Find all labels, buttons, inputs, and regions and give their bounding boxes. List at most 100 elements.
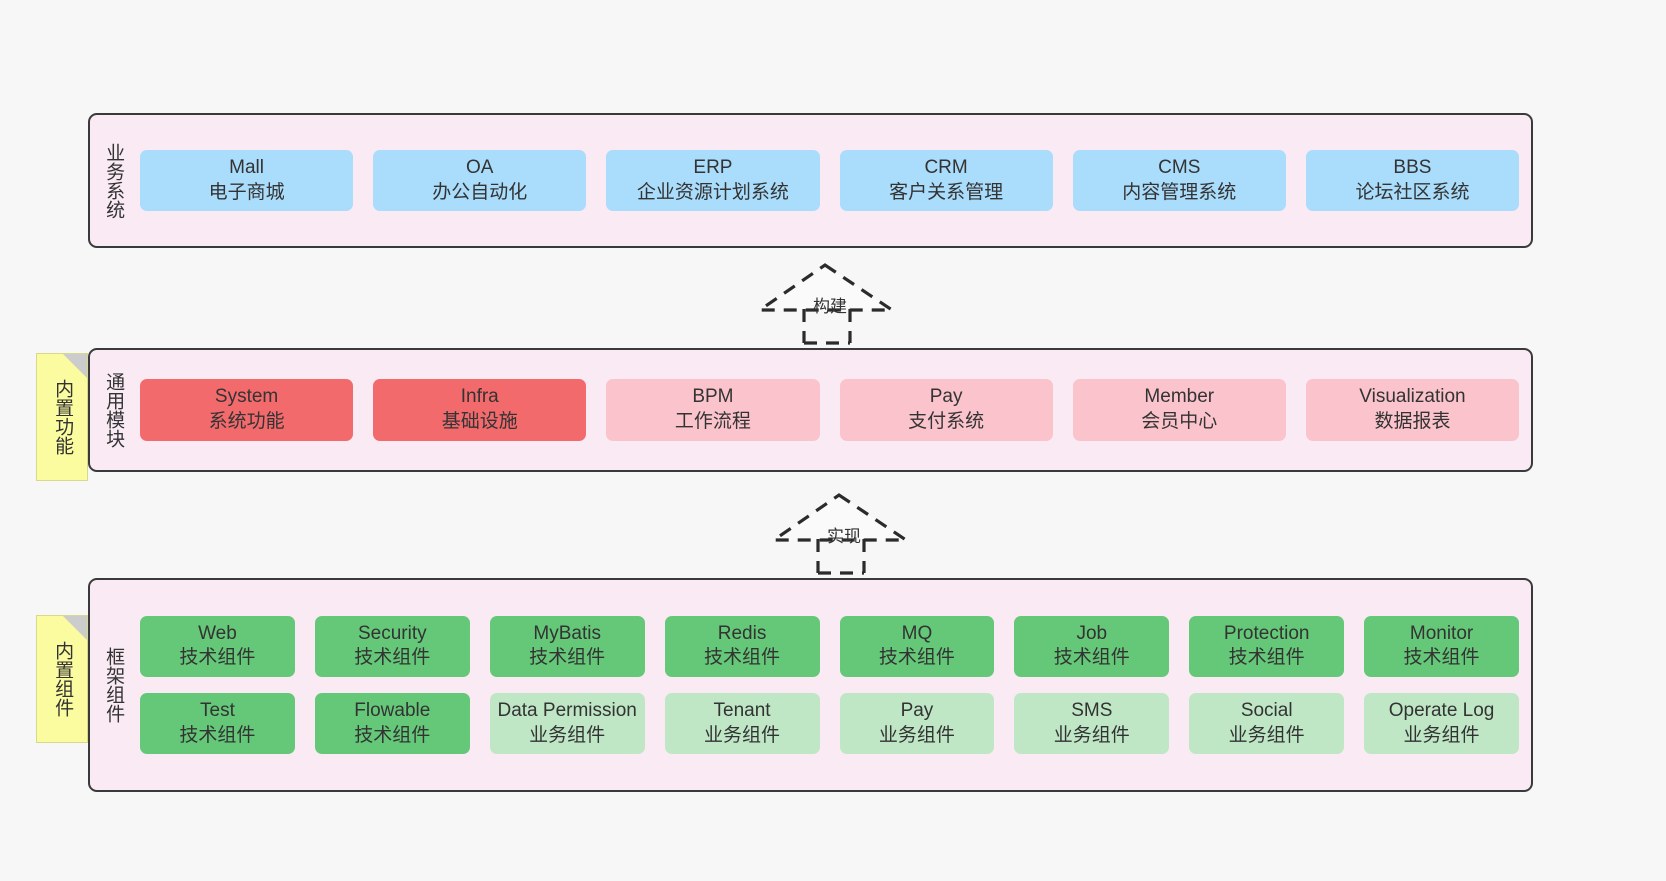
card-row: System 系统功能 Infra 基础设施 BPM 工作流程 Pay 支付系统… <box>140 379 1520 441</box>
card-infra[interactable]: Infra 基础设施 <box>373 379 587 441</box>
card-mall[interactable]: Mall 电子商城 <box>140 149 354 212</box>
card-data-permission[interactable]: Data Permission 业务组件 <box>489 693 645 755</box>
card-subtitle: 技术组件 <box>529 647 606 669</box>
card-operate-log[interactable]: Operate Log 业务组件 <box>1364 693 1519 755</box>
card-title: Protection <box>1223 622 1310 644</box>
card-monitor[interactable]: Monitor 技术组件 <box>1364 615 1519 677</box>
card-title: Monitor <box>1409 622 1474 644</box>
card-title: Redis <box>717 622 767 644</box>
card-security[interactable]: Security 技术组件 <box>314 615 470 677</box>
card-title: Tenant <box>713 700 771 721</box>
card-subtitle: 企业资源计划系统 <box>636 181 789 203</box>
card-title: Operate Log <box>1388 700 1495 721</box>
note-builtin-function[interactable]: 内置功能 <box>36 353 88 481</box>
card-subtitle: 技术组件 <box>354 647 431 669</box>
card-title: Pay <box>900 700 934 721</box>
card-title: OA <box>466 156 494 178</box>
card-title: Security <box>357 622 427 644</box>
layer-title-common-module: 通用模块 <box>103 372 125 448</box>
layer-title-framework-component: 框架组件 <box>103 647 125 723</box>
card-visualization[interactable]: Visualization 数据报表 <box>1305 379 1520 441</box>
card-title: MyBatis <box>533 622 601 644</box>
card-sms[interactable]: SMS 业务组件 <box>1014 693 1170 755</box>
card-subtitle: 论坛社区系统 <box>1355 181 1470 203</box>
card-subtitle: 业务组件 <box>704 724 781 746</box>
card-subtitle: 技术组件 <box>354 724 431 746</box>
card-title: Visualization <box>1359 386 1466 408</box>
card-title: Infra <box>460 386 499 408</box>
card-web[interactable]: Web 技术组件 <box>140 615 295 677</box>
card-title: Test <box>200 700 235 721</box>
card-subtitle: 业务组件 <box>529 724 606 746</box>
card-social[interactable]: Social 业务组件 <box>1189 693 1345 755</box>
card-system[interactable]: System 系统功能 <box>140 379 354 441</box>
card-subtitle: 办公自动化 <box>432 181 528 203</box>
card-mybatis[interactable]: MyBatis 技术组件 <box>489 615 645 677</box>
business-system-cards: Mall 电子商城 OA 办公自动化 ERP 企业资源计划系统 CRM 客户关系… <box>136 115 1531 246</box>
card-subtitle: 工作流程 <box>674 411 751 432</box>
note-fold-corner-icon <box>63 616 87 640</box>
card-subtitle: 业务组件 <box>1228 724 1305 746</box>
note-builtin-component[interactable]: 内置组件 <box>36 615 88 743</box>
layer-framework-component[interactable]: 框架组件 Web 技术组件 Security 技术组件 MyBatis 技术组件… <box>88 578 1533 792</box>
card-cms[interactable]: CMS 内容管理系统 <box>1072 149 1286 212</box>
card-title: CMS <box>1158 156 1201 178</box>
card-subtitle: 技术组件 <box>179 724 256 746</box>
card-row: Mall 电子商城 OA 办公自动化 ERP 企业资源计划系统 CRM 客户关系… <box>140 149 1520 212</box>
card-pay-business[interactable]: Pay 业务组件 <box>839 693 995 755</box>
card-title: Web <box>198 622 237 644</box>
card-bbs[interactable]: BBS 论坛社区系统 <box>1305 149 1520 212</box>
card-crm[interactable]: CRM 客户关系管理 <box>839 149 1053 212</box>
card-mq[interactable]: MQ 技术组件 <box>839 615 995 677</box>
card-title: SMS <box>1071 700 1113 721</box>
card-subtitle: 会员中心 <box>1141 411 1218 432</box>
card-bpm[interactable]: BPM 工作流程 <box>606 379 820 441</box>
common-module-cards: System 系统功能 Infra 基础设施 BPM 工作流程 Pay 支付系统… <box>136 350 1531 470</box>
card-erp[interactable]: ERP 企业资源计划系统 <box>606 149 820 212</box>
layer-common-module[interactable]: 通用模块 System 系统功能 Infra 基础设施 BPM 工作流程 Pay… <box>88 348 1533 472</box>
connector-build: 构建 <box>754 262 907 345</box>
card-subtitle: 业务组件 <box>1403 724 1480 746</box>
card-subtitle: 技术组件 <box>1228 647 1305 669</box>
card-subtitle: 技术组件 <box>1053 647 1130 669</box>
card-title: ERP <box>693 156 733 178</box>
card-oa[interactable]: OA 办公自动化 <box>373 149 587 212</box>
card-title: CRM <box>924 156 968 178</box>
card-subtitle: 数据报表 <box>1374 411 1451 432</box>
card-title: Job <box>1076 622 1108 644</box>
card-job[interactable]: Job 技术组件 <box>1014 615 1170 677</box>
card-title: Member <box>1144 386 1215 408</box>
card-title: Pay <box>929 386 963 408</box>
card-redis[interactable]: Redis 技术组件 <box>664 615 820 677</box>
card-title: Flowable <box>354 700 431 721</box>
card-tenant[interactable]: Tenant 业务组件 <box>664 693 820 755</box>
card-title: BBS <box>1393 156 1432 178</box>
card-subtitle: 技术组件 <box>179 647 256 669</box>
note-fold-corner-icon <box>63 354 87 378</box>
card-row: Test 技术组件 Flowable 技术组件 Data Permission … <box>140 693 1519 755</box>
card-subtitle: 系统功能 <box>208 411 285 432</box>
card-subtitle: 技术组件 <box>878 647 955 669</box>
connector-build-label: 构建 <box>813 297 847 316</box>
connector-implement-label: 实现 <box>827 527 861 546</box>
card-title: System <box>214 386 279 408</box>
card-title: MQ <box>901 622 933 644</box>
card-test[interactable]: Test 技术组件 <box>140 693 295 755</box>
layer-business-system[interactable]: 业务系统 Mall 电子商城 OA 办公自动化 ERP 企业资源计划系统 CRM… <box>88 113 1533 248</box>
card-subtitle: 电子商城 <box>208 181 285 203</box>
card-title: Mall <box>229 156 264 178</box>
card-protection[interactable]: Protection 技术组件 <box>1189 615 1345 677</box>
card-member[interactable]: Member 会员中心 <box>1072 379 1286 441</box>
connector-implement: 实现 <box>768 492 921 575</box>
note-label: 内置组件 <box>52 641 74 717</box>
card-subtitle: 业务组件 <box>1053 724 1130 746</box>
card-flowable[interactable]: Flowable 技术组件 <box>314 693 470 755</box>
card-subtitle: 技术组件 <box>704 647 781 669</box>
card-row: Web 技术组件 Security 技术组件 MyBatis 技术组件 Redi… <box>140 615 1519 677</box>
card-pay[interactable]: Pay 支付系统 <box>839 379 1053 441</box>
layer-title-business-system: 业务系统 <box>103 142 125 219</box>
card-subtitle: 基础设施 <box>441 411 518 432</box>
framework-component-cards: Web 技术组件 Security 技术组件 MyBatis 技术组件 Redi… <box>136 580 1531 790</box>
card-subtitle: 业务组件 <box>878 724 955 746</box>
